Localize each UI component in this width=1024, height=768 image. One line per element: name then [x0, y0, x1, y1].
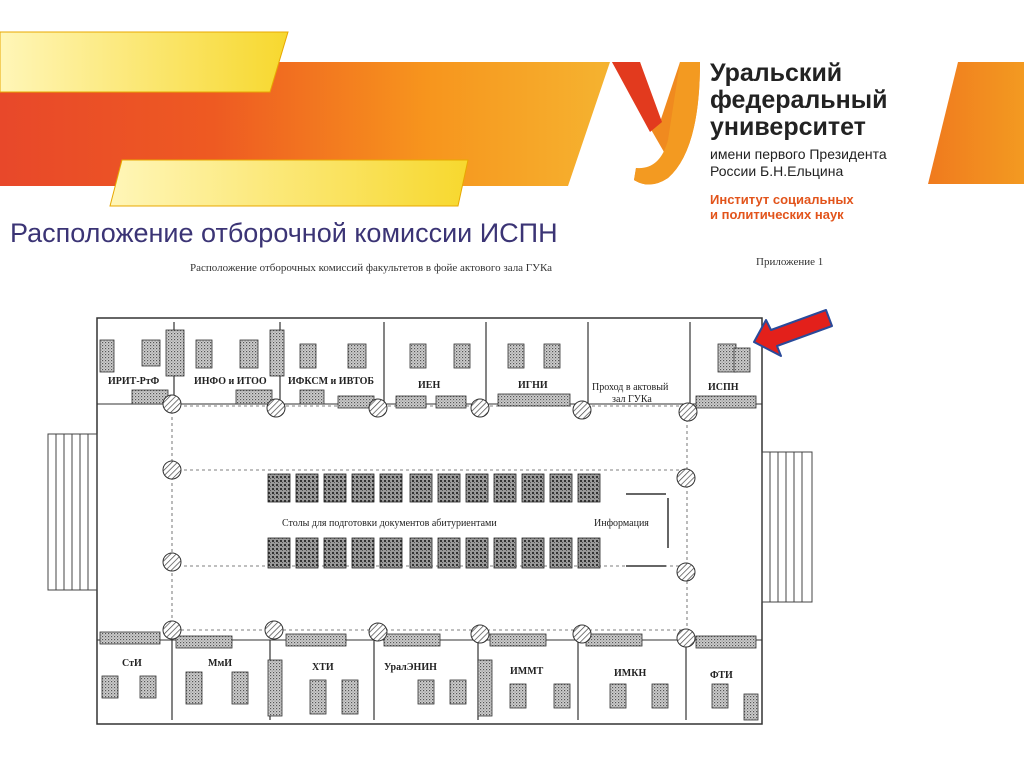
right-stairs: [761, 451, 813, 603]
room-imkn: ИМКН: [614, 668, 646, 679]
columns: [162, 394, 698, 648]
university-name-line-2: федеральный: [710, 86, 888, 114]
university-sub-line-1: имени первого Президента: [710, 146, 887, 162]
banner-orange-band: [0, 62, 610, 186]
room-immt: ИММТ: [510, 666, 544, 677]
institute-line-1: Институт социальных: [710, 192, 854, 207]
appendix-label: Приложение 1: [756, 256, 824, 268]
bottom-room-furniture: [99, 631, 759, 721]
left-stairs: [47, 433, 98, 591]
room-sti: СтИ: [122, 658, 142, 669]
room-passage-line-2: зал ГУКа: [612, 394, 652, 405]
info-desk: [626, 493, 669, 567]
room-mmi: МмИ: [208, 658, 232, 669]
tables-label: Столы для подготовки документов абитурие…: [282, 518, 497, 529]
room-fti: ФТИ: [710, 670, 733, 681]
header-banner: [0, 31, 1024, 207]
top-room-furniture: [99, 329, 757, 409]
university-brand: Уральский федеральный университет имени …: [710, 59, 888, 223]
banner-right-band: [928, 62, 1024, 184]
slide-title: Расположение отборочной комиссии ИСПН: [10, 218, 558, 248]
room-ien: ИЕН: [418, 380, 440, 391]
room-hti: ХТИ: [312, 662, 334, 673]
ufu-logo-icon: [612, 62, 700, 185]
room-passage-line-1: Проход в актовый: [592, 382, 669, 393]
central-tables-top-row: [267, 473, 601, 503]
room-ispn: ИСПН: [708, 382, 739, 393]
room-ifksm-ivtob: ИФКСМ и ИВТОБ: [288, 376, 374, 387]
room-irit-rtf: ИРИТ-РтФ: [108, 376, 160, 387]
university-name-line-1: Уральский: [710, 59, 843, 87]
room-uralenin: УралЭНИН: [384, 662, 437, 673]
plan-caption: Расположение отборочных комиссий факульт…: [190, 262, 553, 274]
pointer-arrow-icon: [753, 309, 833, 357]
room-info-itoo: ИНФО и ИТОО: [194, 376, 267, 387]
university-name-line-3: университет: [710, 113, 866, 141]
institute-line-2: и политических наук: [710, 207, 844, 222]
floor-plan: ИРИТ-РтФ ИНФО и ИТОО ИФКСМ и ИВТОБ ИЕН И…: [47, 309, 833, 725]
university-sub-line-2: России Б.Н.Ельцина: [710, 163, 844, 179]
banner-yellow-stripe-top: [0, 31, 289, 93]
banner-yellow-stripe-bottom: [109, 159, 469, 207]
room-igni: ИГНИ: [518, 380, 548, 391]
info-label: Информация: [594, 518, 649, 529]
central-tables-bottom-row: [267, 537, 601, 569]
